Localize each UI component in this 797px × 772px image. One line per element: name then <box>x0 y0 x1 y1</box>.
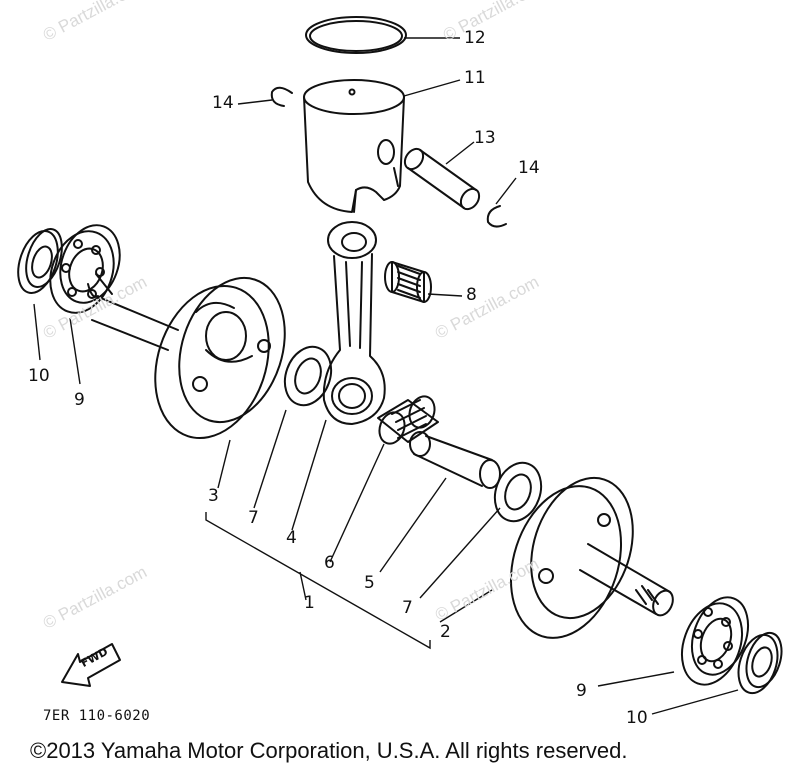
crank-pin <box>409 431 501 489</box>
small-end-bearing <box>384 261 432 303</box>
bearing-right <box>681 596 750 686</box>
seal-left <box>17 228 63 294</box>
callout-10-left: 10 <box>28 366 50 386</box>
crank-half-right <box>509 476 674 639</box>
callout-13: 13 <box>474 128 496 148</box>
callout-7-left: 7 <box>248 508 259 528</box>
callout-11: 11 <box>464 68 486 88</box>
copyright-notice: ©2013 Yamaha Motor Corporation, U.S.A. A… <box>30 738 628 763</box>
connecting-rod <box>322 221 386 425</box>
callout-9-right: 9 <box>576 681 587 701</box>
callout-5: 5 <box>364 573 375 593</box>
leader-lines <box>33 37 739 715</box>
callout-1: 1 <box>304 593 315 613</box>
callout-10-right: 10 <box>626 708 648 728</box>
big-end-bearing <box>377 395 439 445</box>
callout-2: 2 <box>440 622 451 642</box>
callout-12: 12 <box>464 28 486 48</box>
bearing-left <box>49 224 121 314</box>
piston-pin <box>403 147 481 211</box>
callout-9-left: 9 <box>74 390 85 410</box>
callout-14-left: 14 <box>212 93 234 113</box>
seal-right <box>737 631 783 695</box>
callout-6: 6 <box>324 553 335 573</box>
piston <box>303 79 405 213</box>
callout-8: 8 <box>466 285 477 305</box>
callout-14-right: 14 <box>518 158 540 178</box>
piston-ring <box>305 16 407 54</box>
washer-right <box>493 461 543 523</box>
circlip-left <box>270 86 293 107</box>
callout-4: 4 <box>286 528 297 548</box>
washer-left <box>283 345 333 407</box>
crank-half-left <box>87 273 286 440</box>
callout-3: 3 <box>208 486 219 506</box>
diagram-code: 7ER 110-6020 <box>43 708 151 724</box>
fwd-arrow <box>61 643 121 687</box>
callout-7-right: 7 <box>402 598 413 618</box>
circlip-right <box>486 205 507 228</box>
